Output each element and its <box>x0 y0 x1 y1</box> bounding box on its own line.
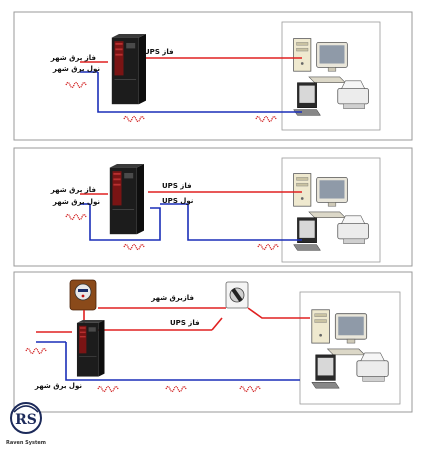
panel-3-ups-phase-label: UPS فاز <box>170 319 200 327</box>
panel-3-ups-tower-icon <box>76 320 105 377</box>
panel-3-ups-phase-to-switch <box>211 317 223 331</box>
panel-1-neutral-line <box>97 72 302 113</box>
panel-2-ups-tower-icon <box>109 164 144 235</box>
panel-2-ups-neutral-label: UPS نول <box>162 197 194 205</box>
logo-letters: RS <box>15 412 37 428</box>
panel-2-ups-phase-label: UPS فاز <box>162 182 192 190</box>
raven-system-logo: RS Raven System <box>6 402 46 446</box>
panel-3-city-phase-label: فازبرق شهر <box>150 294 194 302</box>
panel-2-neutral-label: نول برق شهر <box>52 198 100 206</box>
panel-3-electricity-meter-icon <box>69 279 97 311</box>
panel-1-ups-phase-label: UPS فاز <box>144 48 174 56</box>
panel-2: فاز برق شهر نول برق شهر UPS فاز UPS نول <box>13 147 413 267</box>
panel-3-neutral-label: نول برق شهر <box>34 382 82 390</box>
panel-1-ups-tower-icon <box>111 34 146 105</box>
panel-3-changeover-switch-icon <box>225 281 249 309</box>
panel-1-phase-label: فاز برق شهر <box>50 54 97 62</box>
panel-2-phase-label: فاز برق شهر <box>50 186 97 194</box>
panel-2-ups-neutral-loop <box>89 204 161 241</box>
panel-1-neutral-label: نول برق شهر <box>52 65 100 73</box>
panel-1: فاز برق شهر نول برق شهر UPS فاز <box>13 11 413 141</box>
panel-3: فازبرق شهر UPS فاز نول برق شهر <box>13 271 413 413</box>
logo-caption: Raven System <box>6 440 46 446</box>
panel-3-neutral-line <box>65 342 300 381</box>
panel-2-ups-neutral-line <box>160 203 302 241</box>
panel-3-switch-output-line <box>247 307 310 319</box>
